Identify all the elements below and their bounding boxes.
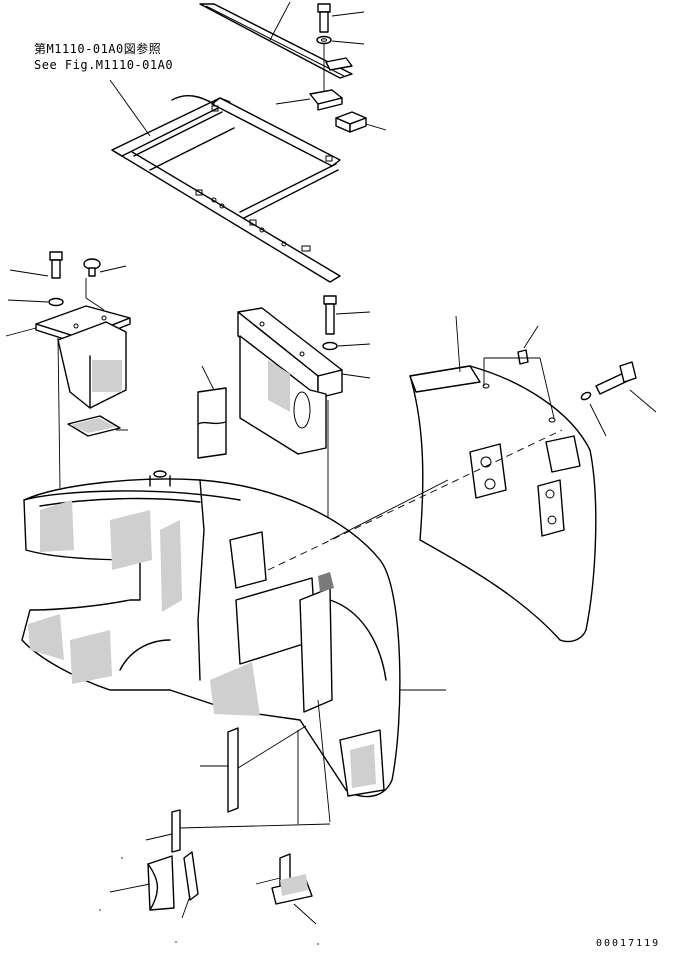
plate-icon [67, 415, 121, 437]
plug-icon [517, 349, 529, 365]
washer-icon [322, 341, 338, 351]
weight-cover-icon [409, 365, 597, 643]
bolt-icon [49, 251, 63, 279]
bolt-icon [317, 3, 331, 33]
seal-icon [227, 727, 239, 813]
washer-icon [316, 35, 332, 45]
washer-icon [580, 391, 592, 401]
plug-icon [83, 258, 101, 277]
seal-icon [197, 387, 227, 459]
counterweight-icon [21, 470, 401, 798]
seal-icon [171, 809, 181, 853]
drawing-number: 00017119 [596, 938, 661, 949]
bracket-icon [35, 305, 131, 409]
washer-icon [48, 297, 64, 307]
seal-icon [271, 853, 313, 905]
reference-note-english: See Fig.M1110-01A0 [34, 58, 174, 72]
reference-note-japanese: 第M1110-01A0図参照 [34, 42, 162, 56]
bolt-icon [323, 295, 337, 335]
bolt-icon [595, 361, 637, 395]
block-icon [335, 111, 367, 133]
floor-frame-icon [111, 94, 341, 283]
plate-icon [309, 89, 343, 111]
seal-icon [147, 855, 175, 911]
stay-icon [237, 307, 343, 455]
plate-icon [325, 57, 353, 71]
tray-rail-icon [199, 3, 353, 79]
seal-icon [183, 851, 199, 901]
